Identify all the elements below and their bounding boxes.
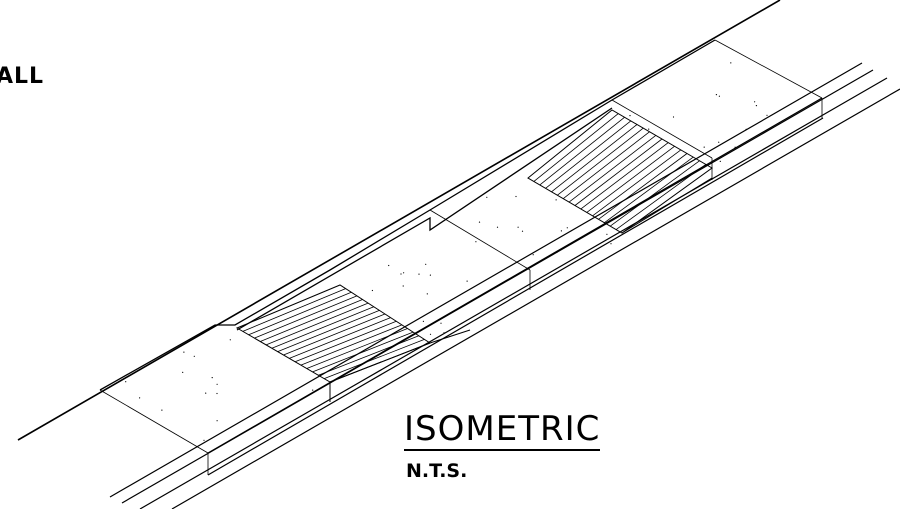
stipple-dot xyxy=(566,227,568,229)
stipple-dot xyxy=(672,116,675,118)
stipple-dot xyxy=(478,221,481,223)
hatch-line xyxy=(615,164,707,230)
stipple-dot xyxy=(182,371,184,373)
hatch-line xyxy=(598,153,688,220)
stipple-dot xyxy=(443,332,445,334)
ramp-left-hatching xyxy=(242,288,425,379)
stipple-dot xyxy=(730,62,732,64)
concrete-stipple xyxy=(125,62,768,441)
hatch-line xyxy=(289,317,391,359)
stipple-dot xyxy=(229,339,231,341)
stipple-dot xyxy=(715,94,718,96)
stipple-dot xyxy=(532,254,534,256)
stipple-dot xyxy=(216,383,218,385)
ramp-right-hatching xyxy=(533,113,707,230)
view-title: ISOMETRIC xyxy=(404,409,601,451)
hatch-line xyxy=(312,331,414,373)
stipple-dot xyxy=(422,320,424,322)
hatch-line xyxy=(306,328,408,369)
stipple-dot xyxy=(426,293,428,295)
back-edge xyxy=(17,0,781,441)
stipple-dot xyxy=(466,280,468,282)
stipple-dot xyxy=(211,377,213,379)
scale-note: N.T.S. xyxy=(406,460,468,482)
curb-ramp-left xyxy=(235,284,471,402)
stipple-dot xyxy=(475,241,477,243)
hatch-line xyxy=(324,339,425,379)
hatch-line xyxy=(586,145,675,213)
hatch-line xyxy=(265,302,369,346)
hatch-line xyxy=(254,295,358,339)
hatch-line xyxy=(539,116,625,186)
stipple-dot xyxy=(766,114,768,116)
hatch-line xyxy=(300,324,403,366)
stipple-dot xyxy=(754,101,756,103)
stipple-dot xyxy=(648,128,650,130)
stipple-dot xyxy=(703,146,705,148)
hatch-line xyxy=(248,291,352,336)
stipple-dot xyxy=(183,351,185,353)
stipple-dot xyxy=(429,333,432,335)
stipple-dot xyxy=(425,263,427,265)
stipple-dot xyxy=(440,322,442,324)
hatch-line xyxy=(260,299,363,342)
hatch-line xyxy=(592,149,682,217)
hatch-line xyxy=(242,288,346,332)
hatch-line xyxy=(545,120,632,189)
curb-edges xyxy=(109,62,900,509)
stipple-dot xyxy=(745,128,747,130)
hatch-line xyxy=(557,127,644,196)
stipple-dot xyxy=(521,230,524,232)
stipple-dot xyxy=(371,289,373,292)
stipple-dot xyxy=(388,264,390,267)
stipple-dot xyxy=(555,199,557,201)
stipple-dot xyxy=(418,273,420,275)
hatch-line xyxy=(563,131,650,199)
stipple-dot xyxy=(496,226,499,228)
hatch-line xyxy=(283,313,386,356)
hatch-line xyxy=(604,156,694,224)
stipple-dot xyxy=(718,95,721,97)
hatch-line xyxy=(533,113,619,182)
stipple-dot xyxy=(203,439,205,441)
stipple-dot xyxy=(193,355,195,357)
stipple-dot xyxy=(402,285,404,287)
stipple-dot xyxy=(161,409,163,411)
hatch-line xyxy=(574,138,663,206)
stipple-dot xyxy=(517,226,519,228)
hatch-line xyxy=(551,124,638,193)
hatch-line xyxy=(610,160,700,227)
stipple-dot xyxy=(125,381,127,383)
stipple-dot xyxy=(486,196,488,198)
stipple-dot xyxy=(312,389,314,391)
stipple-dot xyxy=(403,272,405,274)
stipple-dot xyxy=(629,115,631,117)
curb-ramp-right xyxy=(527,109,713,234)
stipple-dot xyxy=(400,273,402,275)
stipple-dot xyxy=(429,274,431,276)
partial-wall-label: ALL xyxy=(0,64,45,89)
stipple-dot xyxy=(610,243,612,245)
stipple-dot xyxy=(719,160,721,162)
stipple-dot xyxy=(205,392,207,394)
stipple-dot xyxy=(216,420,218,422)
hatch-line xyxy=(271,306,374,349)
stipple-dot xyxy=(556,251,558,253)
stipple-dot xyxy=(515,195,517,198)
stipple-dot xyxy=(734,146,736,148)
hatch-line xyxy=(277,310,380,352)
hatch-line xyxy=(318,335,419,376)
stipple-dot xyxy=(216,392,218,395)
stipple-dot xyxy=(755,105,758,107)
hatch-line xyxy=(580,142,669,210)
hatch-line xyxy=(294,320,397,363)
stipple-dot xyxy=(606,233,608,235)
stipple-dot xyxy=(718,141,720,143)
stipple-dot xyxy=(139,397,141,399)
hatch-line xyxy=(568,135,657,203)
stipple-dot xyxy=(560,230,563,232)
